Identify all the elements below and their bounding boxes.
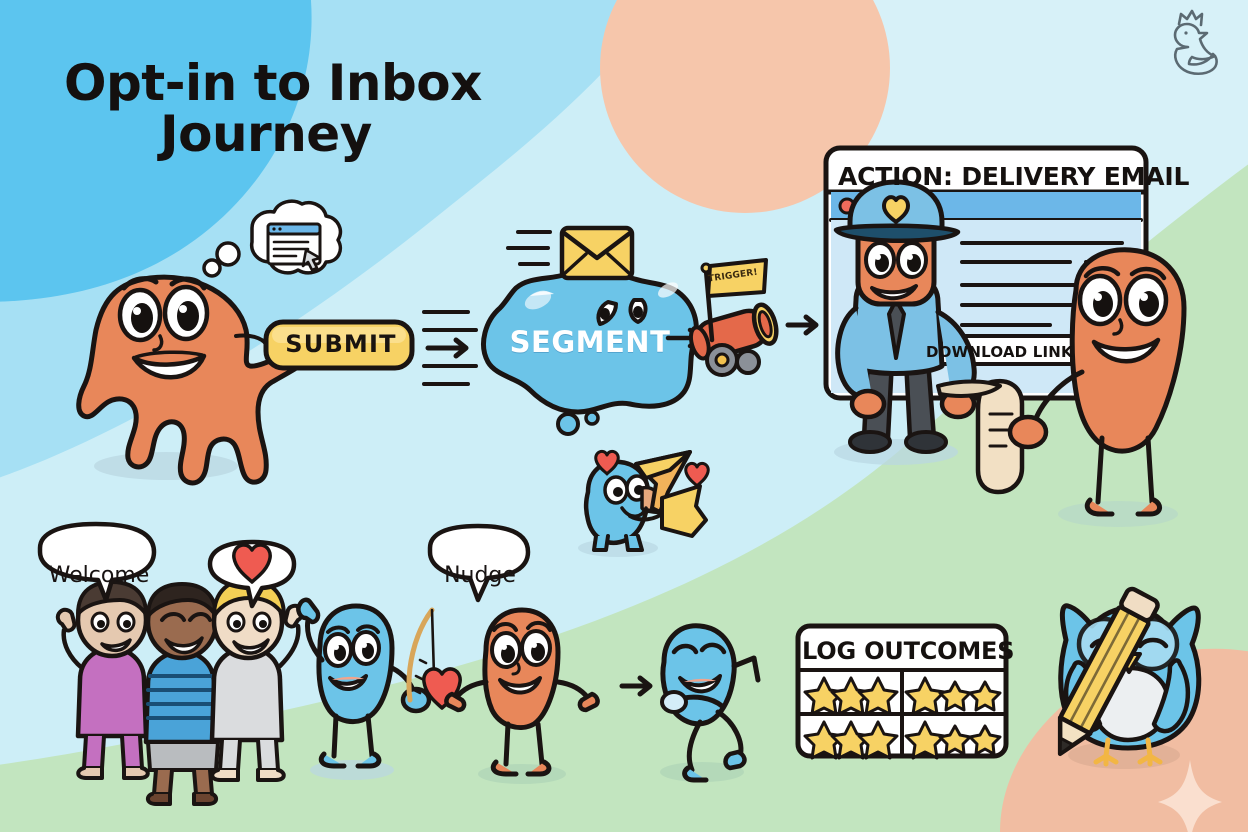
kid-purple [55,580,150,780]
cannon-icon [688,262,779,377]
pencil-icon [1057,586,1160,757]
title-line-2: Journey [160,105,372,163]
envelope-icon [506,225,635,281]
title-line-1: Opt-in to Inbox [64,54,482,112]
background-circle-peach [600,0,890,213]
owl-mascot [1057,586,1202,769]
postman-character [833,179,977,465]
background-blob-deep [0,0,312,302]
arrow-3 [785,314,819,336]
arrow-1 [422,310,478,386]
kid-grey [209,578,305,782]
nudge-bubble [427,523,531,603]
star-row [803,676,1002,760]
welcome-bubble [37,521,157,603]
web-form-window-icon [266,222,322,272]
submit-button[interactable] [263,319,415,371]
welcome-bubble-label: Welcome [48,563,150,588]
segment-blob [481,266,699,436]
trigger-flag [706,258,768,298]
arrow-4 [619,675,653,697]
log-outcomes-title: LOG OUTCOMES [802,637,1015,665]
heart-bubble [207,539,297,609]
blue-blob-running [660,623,761,783]
thought-bubble [202,199,343,278]
nudge-orange-character [444,607,600,784]
download-link-button-label[interactable]: DOWNLOAD LINK [926,343,1073,361]
shadow [94,452,238,480]
small-blue-creature [578,449,710,557]
window-title: ACTION: DELIVERY EMAIL [838,162,1190,191]
scroll-document-icon [936,378,1025,495]
nudge-bubble-label: Nudge [444,563,516,588]
blue-blob-angler [296,597,432,780]
orange-blob-recipient [1007,247,1187,527]
orange-blob-character [76,274,317,486]
kid-striped [143,582,220,806]
submit-button-label[interactable]: SUBMIT [285,330,397,358]
crowned-duck-logo [1173,9,1218,76]
fishing-rod-icon [406,607,436,703]
page-title: Opt-in to Inbox Journey [64,58,584,160]
megaphone-icon [660,484,708,538]
sparkle-icon [1158,760,1222,832]
segment-blob-label: SEGMENT [509,325,671,359]
